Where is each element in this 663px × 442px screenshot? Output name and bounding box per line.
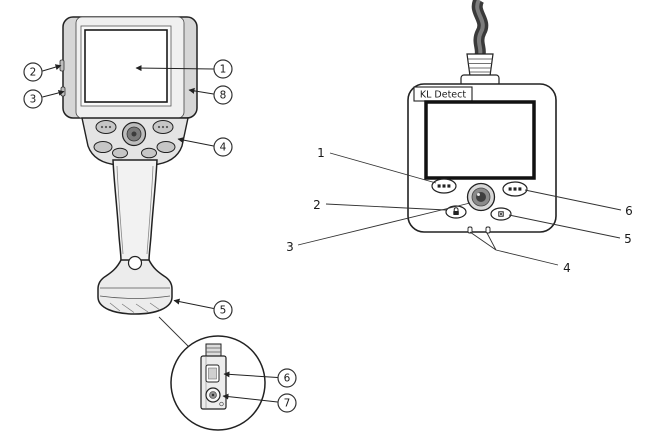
lock-icon <box>453 207 459 211</box>
callout-number: 4 <box>220 142 227 154</box>
strain-relief <box>466 53 494 77</box>
device-label: KL Detect <box>420 90 466 101</box>
left-button-bottom-right <box>156 141 176 153</box>
callout-leader <box>177 137 214 147</box>
callout-number: 2 <box>30 67 37 79</box>
callout-number: 6 <box>284 373 291 385</box>
callout-leader <box>135 65 214 72</box>
callout-circle <box>277 368 297 388</box>
callout-leader <box>325 203 447 211</box>
button-dot <box>104 125 108 129</box>
callout-number: 1 <box>220 64 227 76</box>
probe-lens-dot <box>211 393 215 397</box>
button-dot <box>513 187 517 191</box>
bottom-vent-right <box>485 226 491 234</box>
callout-circle <box>213 137 233 157</box>
left-base-hatch <box>109 302 161 313</box>
left-callouts: 1 2 3 8 4 5 6 <box>23 59 297 413</box>
right-callouts: 1 2 3 4 5 6 <box>286 146 633 275</box>
left-base-seam-2 <box>99 295 171 299</box>
left-handle-contour-left <box>116 165 124 255</box>
callout-number: 7 <box>284 398 291 410</box>
button-dot <box>108 125 112 129</box>
button-dot <box>447 184 451 188</box>
button-dot <box>161 125 165 129</box>
callout-left-2: 2 <box>23 62 62 82</box>
probe-screw <box>219 401 224 407</box>
joystick-highlight <box>477 193 480 196</box>
callout-circle <box>213 85 233 105</box>
callout-leader <box>173 298 214 309</box>
callout-leader <box>508 214 621 239</box>
callout-left-3: 3 <box>23 89 65 109</box>
left-button-small-left <box>112 147 128 159</box>
callout-right-1: 1 <box>317 146 325 160</box>
callout-leader <box>42 64 62 72</box>
left-button-bottom-left <box>93 141 113 153</box>
strain-relief-ribs <box>467 58 493 73</box>
callout-left-7: 7 <box>222 393 297 413</box>
left-base <box>97 259 173 315</box>
left-screen <box>84 29 168 103</box>
button-dot <box>508 187 512 191</box>
left-device-view <box>59 16 266 431</box>
button-dot <box>100 125 104 129</box>
bottom-vent-left <box>467 226 473 234</box>
callout-leader <box>223 371 278 378</box>
callout-leader <box>524 189 622 211</box>
left-handle-hole <box>127 255 143 271</box>
callout-left-8: 8 <box>188 85 233 105</box>
callout-leader <box>329 152 437 184</box>
button-dot <box>437 184 441 188</box>
callout-number: 5 <box>220 305 227 317</box>
callout-leader <box>188 87 214 95</box>
right-device-view: KL Detect <box>407 0 557 234</box>
enter-icon-dot <box>500 213 502 215</box>
callout-circle <box>277 393 297 413</box>
probe-thread <box>205 343 222 358</box>
lock-icon-body <box>453 211 459 215</box>
callout-leader <box>469 231 559 266</box>
callout-left-5: 5 <box>173 298 233 320</box>
callout-right-2: 2 <box>313 198 321 212</box>
callout-left-1: 1 <box>135 59 233 79</box>
left-button-small-right <box>141 147 157 159</box>
callout-right-4: 4 <box>563 261 571 275</box>
callout-circle <box>23 89 43 109</box>
enter-icon <box>498 211 504 217</box>
button-dot <box>165 125 169 129</box>
callout-number: 8 <box>220 90 227 102</box>
left-joystick-center <box>131 131 137 137</box>
probe-thread-lines <box>206 347 221 353</box>
callout-left-6: 6 <box>223 368 297 388</box>
button-dot <box>157 125 161 129</box>
callout-left-4: 4 <box>177 137 233 157</box>
callout-right-5: 5 <box>624 232 632 246</box>
callout-leader <box>42 89 65 98</box>
callout-right-6: 6 <box>625 204 633 218</box>
right-screen <box>424 100 536 180</box>
callout-leader <box>297 202 471 246</box>
callout-leader <box>222 393 278 403</box>
callout-number: 3 <box>30 94 37 106</box>
button-dot <box>518 187 522 191</box>
probe-led-inner <box>208 367 217 380</box>
detail-connector-line <box>158 316 194 352</box>
callout-circle <box>213 300 233 320</box>
left-handle-contour-right <box>146 165 154 255</box>
callout-right-3: 3 <box>286 240 294 254</box>
callout-circle <box>23 62 43 82</box>
button-dot <box>442 184 446 188</box>
callout-circle <box>213 59 233 79</box>
cable-highlight <box>475 0 485 56</box>
